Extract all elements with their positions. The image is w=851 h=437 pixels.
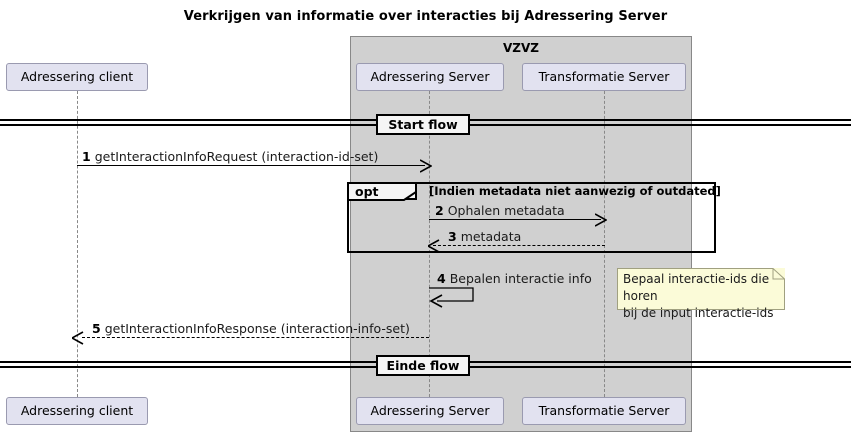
message-5-arrowhead [70, 330, 84, 349]
message-3-text: metadata [460, 229, 522, 244]
fragment-opt-box [347, 182, 716, 253]
message-2-arrowhead [594, 212, 608, 231]
message-3-label: 3 metadata [448, 229, 521, 244]
message-1-line [77, 165, 425, 166]
message-2-number: 2 [435, 203, 444, 218]
message-4-text: Bepalen interactie info [449, 271, 592, 286]
message-2-label: 2 Ophalen metadata [435, 203, 565, 218]
lifeline-transformatie-server [604, 91, 605, 397]
participant-foot-transformatie-server[interactable]: Transformatie Server [522, 397, 686, 425]
participant-foot-adressering-server[interactable]: Adressering Server [356, 397, 504, 425]
message-5-text: getInteractionInfoResponse (interaction-… [104, 321, 410, 336]
message-3-line [433, 245, 605, 246]
participant-head-adressering-client[interactable]: Adressering client [6, 63, 148, 91]
message-4-number: 4 [437, 271, 446, 286]
diagram-title: Verkrijgen van informatie over interacti… [183, 9, 668, 24]
message-5-label: 5 getInteractionInfoResponse (interactio… [92, 321, 410, 336]
note-text: Bepaal interactie-ids die horen bij de i… [623, 272, 774, 320]
lifeline-adressering-server [429, 91, 430, 397]
message-4-label: 4 Bepalen interactie info [437, 271, 592, 286]
message-2-line [429, 219, 601, 220]
message-2-text: Ophalen metadata [447, 203, 565, 218]
fragment-opt-guard: [Indien metadata niet aanwezig of outdat… [429, 184, 721, 198]
message-1-text: getInteractionInfoRequest (interaction-i… [94, 149, 379, 164]
message-1-number: 1 [82, 149, 91, 164]
message-5-line [82, 337, 429, 338]
message-3-arrowhead [426, 238, 440, 257]
message-1-arrowhead [419, 158, 433, 177]
divider-einde-flow-label: Einde flow [376, 355, 470, 376]
message-1-label: 1 getInteractionInfoRequest (interaction… [82, 149, 378, 164]
message-3-number: 3 [448, 229, 457, 244]
participant-head-adressering-server[interactable]: Adressering Server [356, 63, 504, 91]
message-4-self-loop [428, 286, 484, 314]
divider-start-flow-label: Start flow [376, 114, 470, 135]
message-5-number: 5 [92, 321, 101, 336]
participant-head-transformatie-server[interactable]: Transformatie Server [522, 63, 686, 91]
group-label-vzvz: VZVZ [503, 41, 539, 55]
fragment-opt-operator: opt [355, 184, 379, 199]
lifeline-adressering-client [77, 91, 78, 397]
note-bepaal-interactie-ids: Bepaal interactie-ids die horen bij de i… [617, 268, 785, 320]
participant-foot-adressering-client[interactable]: Adressering client [6, 397, 148, 425]
